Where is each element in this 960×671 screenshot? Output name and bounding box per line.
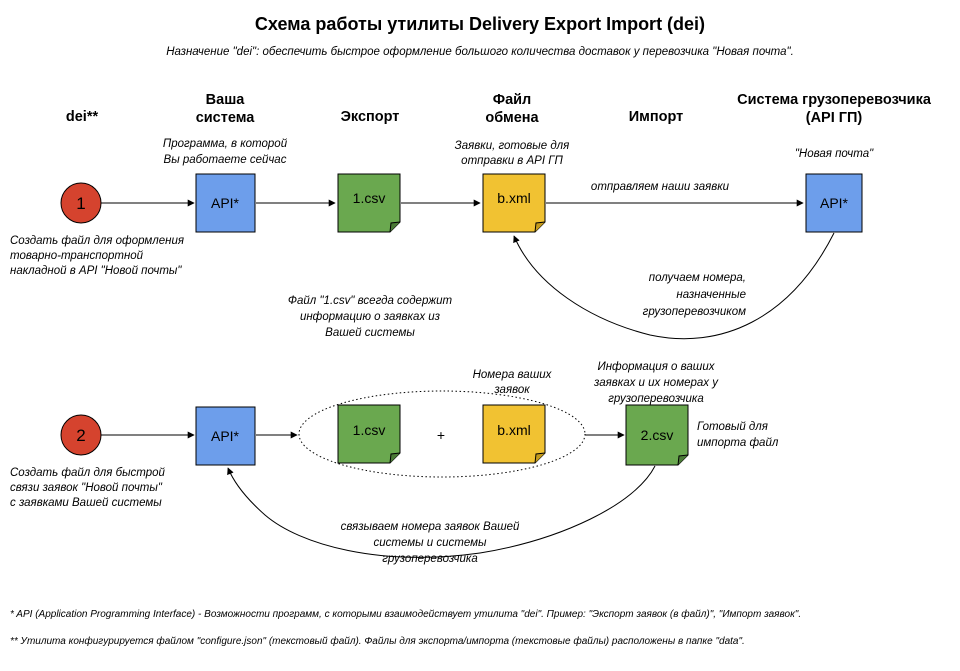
note-numbers-line1: Номера ваших [473,369,553,381]
header-carrier-line1: Система грузоперевозчика [737,92,932,108]
note-link-line2: системы и системы [374,537,487,549]
csv1-label-row2: 1.csv [353,422,386,438]
note-step1-line1: Создать файл для оформления [10,235,184,247]
group-ellipse [298,390,586,478]
note-info-line3: грузоперевозчика [608,393,703,405]
header-your-system-line2: система [196,110,256,126]
edge-csv2-to-api [227,465,656,558]
xml-label-row2: b.xml [497,422,530,438]
step1-label: 1 [76,194,85,213]
note-numbers-line2: заявок [493,384,530,396]
header-your-system-line1: Ваша [206,92,246,108]
step2-node: 2 [60,414,102,456]
note-program-line2: Вы работаете сейчас [164,154,287,166]
api-label-row1: API* [211,195,240,211]
note-receive-line2: назначенные [676,289,746,301]
diagram-subtitle: Назначение "dei": обеспечить быстрое офо… [166,46,794,58]
header-carrier-line2: (API ГП) [806,110,863,126]
step1-circle [60,182,102,224]
api-label-row2: API* [211,428,240,444]
note-ready-line2: импорта файл [697,437,779,449]
diagram-title: Схема работы утилиты Delivery Export Imp… [255,14,705,34]
footnote-api: * API (Application Programming Interface… [10,608,801,620]
note-step2-line1: Создать файл для быстрой [10,467,166,479]
csv1-node-row1: 1.csv [337,173,401,233]
csv1-doc-fold-row2 [389,452,401,464]
note-receive-line1: получаем номера, [649,272,746,284]
header-exchange-file-line1: Файл [493,92,532,108]
xml-doc-fold-row1 [534,221,546,233]
note-csv-line3: Вашей системы [325,327,415,339]
note-step1-line2: товарно-транспортной [10,250,144,262]
api-node-row1: API* [195,173,256,233]
header-exchange-file-line2: обмена [485,110,539,126]
step2-circle [60,414,102,456]
note-link-line1: связываем номера заявок Вашей [341,521,520,533]
note-requests-line2: отправки в API ГП [461,155,563,167]
note-send-requests: отправляем наши заявки [591,181,730,193]
api-carrier-label: API* [820,195,849,211]
csv2-doc-fold [677,454,689,466]
note-csv-line2: информацию о заявках из [300,311,441,323]
note-nova-poshta: "Новая почта" [795,148,874,160]
step2-label: 2 [76,426,85,445]
header-export: Экспорт [341,109,400,125]
edge-carrier-to-xml [513,232,835,340]
note-info-line1: Информация о ваших [598,361,716,373]
api-box-row1 [195,173,256,233]
xml-node-row1: b.xml [482,173,546,233]
header-import: Импорт [629,109,684,125]
note-program-line1: Программа, в которой [163,138,288,150]
note-step2-line2: связи заявок "Новой почты" [10,482,163,494]
api-carrier-box [805,173,863,233]
note-requests-line1: Заявки, готовые для [455,140,570,152]
footnote-config: ** Утилита конфигурируется файлом "confi… [10,635,745,647]
note-receive-line3: грузоперевозчиком [643,306,746,318]
csv1-node-row2: 1.csv [337,404,401,464]
note-info-line2: заявках и их номерах у [593,377,719,389]
plus-sign: + [437,427,445,443]
csv2-label: 2.csv [641,427,674,443]
csv1-label-row1: 1.csv [353,190,386,206]
note-step2-line3: с заявками Вашей системы [10,497,162,509]
note-link-line3: грузоперевозчика [382,553,477,565]
note-step1-line3: накладной в API "Новой почты" [10,265,182,277]
header-dei: dei** [66,109,99,125]
step1-node: 1 [60,182,102,224]
api-node-row2: API* [195,406,256,466]
note-csv-line1: Файл "1.csv" всегда содержит [288,295,453,307]
api-carrier-node: API* [805,173,863,233]
csv2-node: 2.csv [625,404,689,466]
csv1-doc-fold-row1 [389,221,401,233]
note-ready-line1: Готовый для [697,421,768,433]
xml-label-row1: b.xml [497,190,530,206]
xml-node-row2: b.xml [482,404,546,464]
xml-doc-fold-row2 [534,452,546,464]
api-box-row2 [195,406,256,466]
